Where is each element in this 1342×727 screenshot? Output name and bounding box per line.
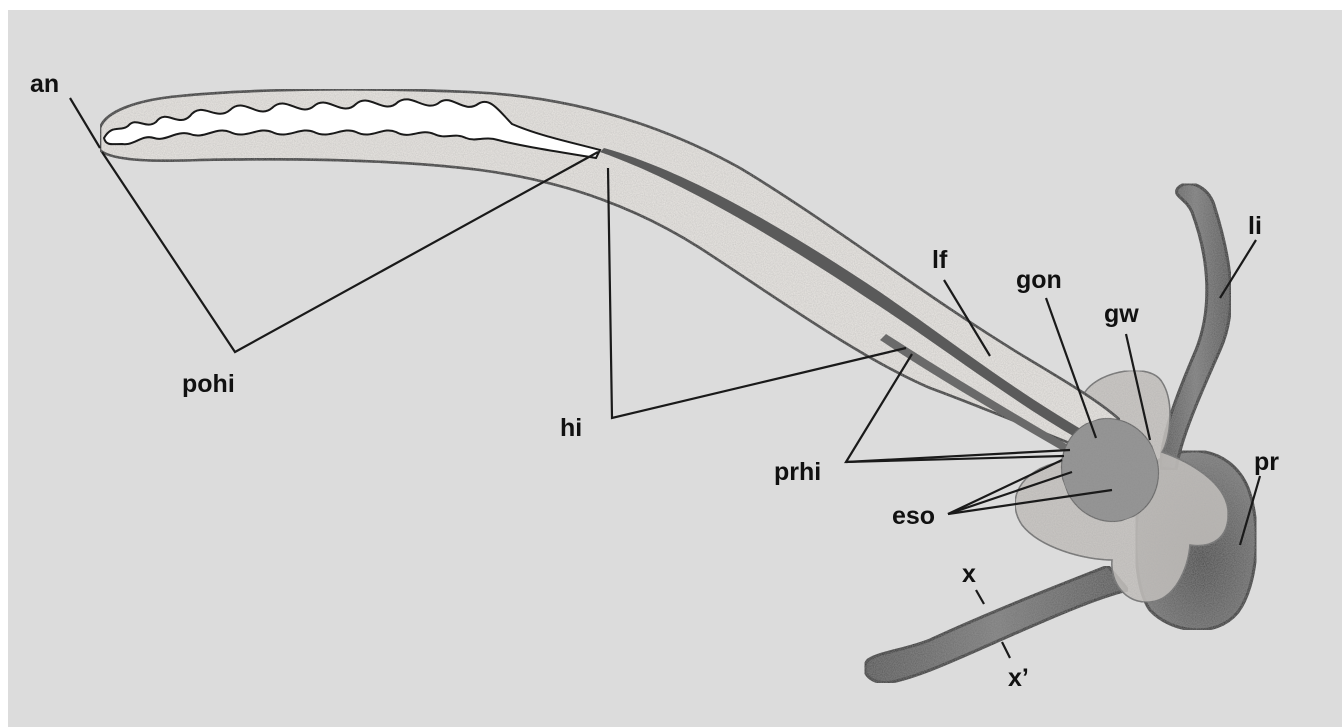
label-x-prime: x’ [1008,664,1029,692]
label-lf: lf [932,246,948,274]
label-li: li [1248,212,1262,240]
label-hi: hi [560,414,582,442]
label-an: an [30,70,59,98]
label-gon: gon [1016,266,1062,294]
label-x: x [962,560,976,588]
label-gw: gw [1104,300,1139,328]
label-prhi: prhi [774,458,821,486]
label-pr: pr [1254,448,1279,476]
label-pohi: pohi [182,370,235,398]
label-eso: eso [892,502,935,530]
